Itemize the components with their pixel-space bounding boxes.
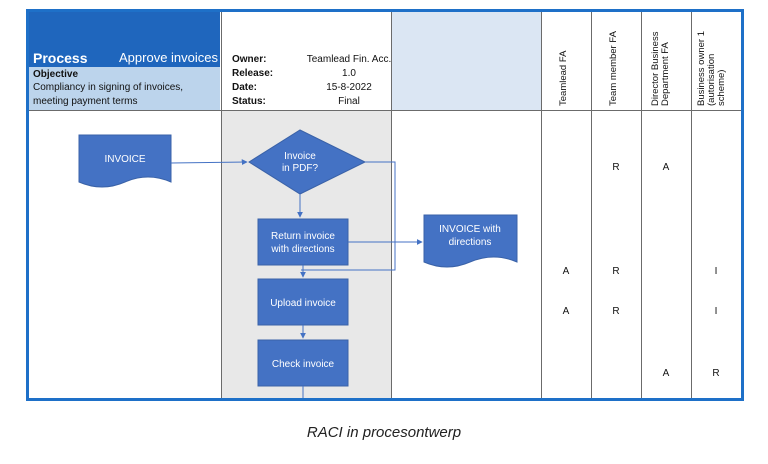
raci-cell: R bbox=[612, 266, 620, 277]
process-diagram-frame: Process Approve invoices Objective Compl… bbox=[26, 9, 744, 401]
raci-cell: A bbox=[562, 266, 570, 277]
raci-cell: I bbox=[714, 266, 718, 277]
objective-box bbox=[29, 67, 220, 110]
divider-line bbox=[29, 110, 741, 111]
invoice-with-directions-line-1: INVOICE with bbox=[439, 224, 501, 235]
divider-line bbox=[591, 12, 592, 398]
date-label: Date: bbox=[232, 82, 258, 93]
divider-line bbox=[691, 12, 692, 398]
objective-line-1: Compliancy in signing of invoices, bbox=[33, 82, 184, 93]
check-step-label: Check invoice bbox=[272, 359, 335, 370]
decision-label-line-2: in PDF? bbox=[282, 163, 319, 174]
return-step-label-line-1: Return invoice bbox=[271, 231, 335, 242]
check-invoice-step bbox=[257, 339, 349, 387]
raci-cell: I bbox=[714, 306, 718, 317]
owner-label: Owner: bbox=[232, 54, 267, 65]
figure-caption: RACI in procesontwerp bbox=[306, 424, 462, 441]
lane-header-blue bbox=[391, 12, 541, 110]
invoice-with-directions-shape bbox=[423, 214, 518, 268]
objective-line-2: meeting payment terms bbox=[33, 96, 138, 107]
raci-cell: R bbox=[612, 162, 620, 173]
raci-cell: R bbox=[612, 306, 620, 317]
raci-cell: A bbox=[562, 306, 570, 317]
return-step-label-line-2: with directions bbox=[270, 244, 334, 255]
invoice-document-label: INVOICE bbox=[104, 154, 145, 165]
connector-line bbox=[301, 161, 396, 271]
decision-label-line-1: Invoice bbox=[284, 151, 316, 162]
release-label: Release: bbox=[232, 68, 274, 79]
raci-cell: A bbox=[662, 368, 670, 379]
process-label: Process bbox=[33, 50, 88, 66]
raci-cell: A bbox=[662, 162, 670, 173]
divider-line bbox=[391, 12, 392, 398]
status-value: Final bbox=[338, 96, 360, 107]
process-name: Approve invoices bbox=[119, 50, 218, 65]
divider-line bbox=[221, 12, 222, 398]
invoice-document-shape bbox=[78, 134, 172, 188]
process-header-bar bbox=[29, 12, 220, 67]
divider-line bbox=[541, 12, 542, 398]
status-label: Status: bbox=[232, 96, 266, 107]
return-invoice-step bbox=[257, 218, 349, 266]
release-value: 1.0 bbox=[342, 68, 356, 79]
invoice-with-directions-line-2: directions bbox=[449, 237, 492, 248]
decision-diamond bbox=[248, 129, 367, 195]
divider-line bbox=[641, 12, 642, 398]
upload-step-label: Upload invoice bbox=[270, 298, 336, 309]
raci-cell: R bbox=[712, 368, 720, 379]
objective-label: Objective bbox=[33, 69, 79, 80]
connector-arrow bbox=[170, 159, 248, 166]
upload-invoice-step bbox=[257, 278, 349, 326]
owner-value: Teamlead Fin. Acc. bbox=[306, 54, 392, 65]
date-value: 15-8-2022 bbox=[326, 82, 372, 93]
flowchart: INVOICE Invoice in PDF? Return invoice w… bbox=[78, 129, 518, 398]
